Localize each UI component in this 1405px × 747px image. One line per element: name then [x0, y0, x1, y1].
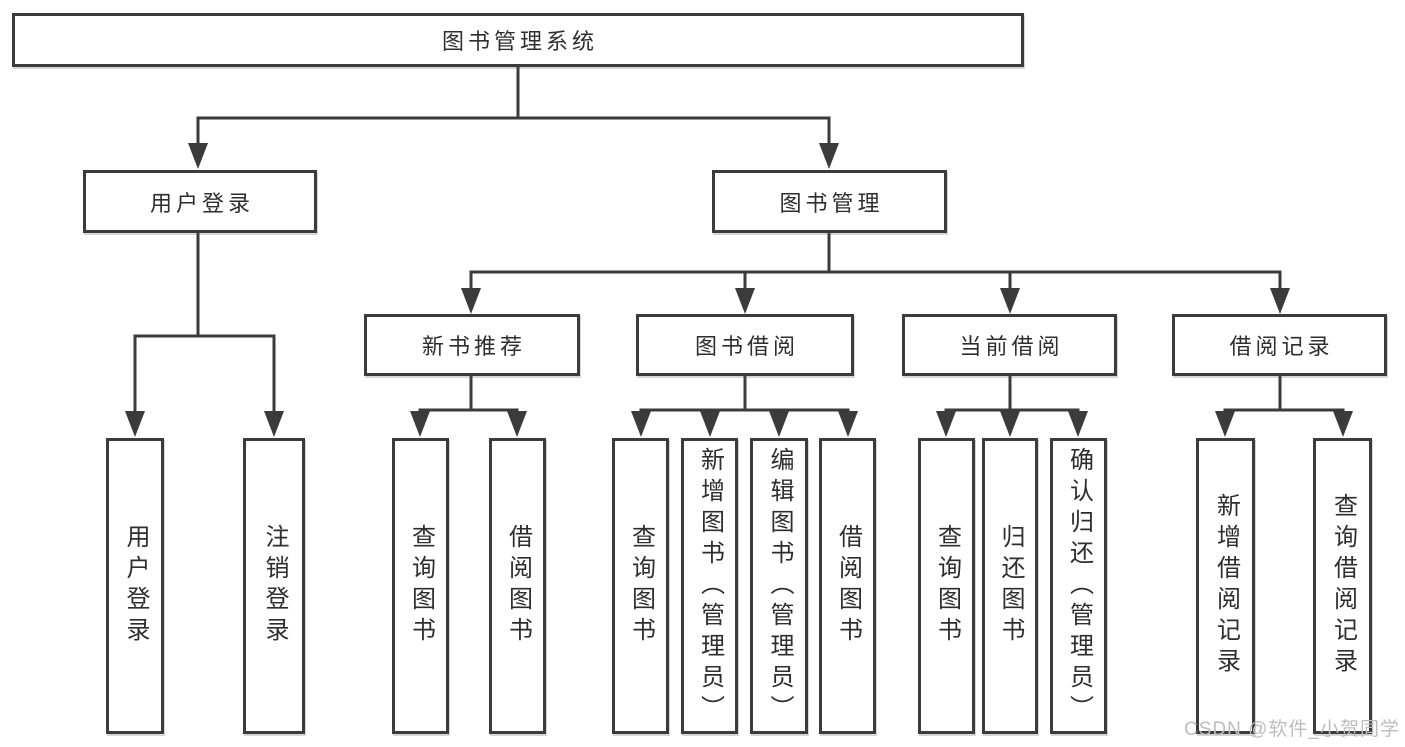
arrowhead	[1000, 411, 1020, 437]
connector-book-borrowing	[639, 375, 850, 414]
arrowhead	[735, 288, 755, 314]
arrowhead	[838, 411, 858, 437]
node-book-borrowing: 图书借阅	[636, 314, 854, 376]
arrowhead	[125, 411, 145, 437]
node-current-borrowing: 当前借阅	[902, 314, 1117, 376]
leaf-query-borrow-record: 查询借阅记录	[1313, 438, 1372, 734]
leaf-borrow-books-recommend: 借阅图书	[489, 438, 546, 734]
leaf-confirm-return-admin: 确认归还（管理员）	[1050, 438, 1107, 734]
leaf-user-login: 用户登录	[106, 438, 164, 734]
connector-borrow-records	[1223, 375, 1345, 414]
leaf-query-books-current: 查询图书	[918, 438, 975, 734]
arrowhead	[769, 411, 789, 437]
arrowhead	[1000, 288, 1020, 314]
node-new-book-recommend: 新书推荐	[364, 314, 580, 376]
csdn-watermark: CSDN @软件_小贺同学	[1184, 719, 1400, 740]
arrowhead	[1333, 411, 1353, 437]
leaf-query-books-recommend: 查询图书	[392, 438, 449, 734]
arrowheads	[125, 143, 1353, 437]
arrowhead	[188, 143, 208, 169]
connector-book-management	[469, 232, 1282, 290]
arrowhead	[507, 411, 527, 437]
node-root: 图书管理系统	[12, 13, 1024, 67]
leaf-query-books-borrowing: 查询图书	[612, 438, 669, 734]
arrowhead	[1068, 411, 1088, 437]
leaf-edit-books-admin: 编辑图书（管理员）	[750, 438, 808, 734]
leaf-borrow-books-borrowing: 借阅图书	[819, 438, 876, 734]
arrowhead	[700, 411, 720, 437]
connector-user-login	[133, 232, 276, 413]
arrowhead	[631, 411, 651, 437]
arrowhead	[936, 411, 956, 437]
leaf-add-books-admin: 新增图书（管理员）	[681, 438, 738, 734]
node-borrow-records: 借阅记录	[1172, 314, 1387, 376]
connector-root	[196, 66, 831, 146]
leaf-return-books: 归还图书	[982, 438, 1038, 734]
connector-new-book-recommend	[418, 375, 519, 414]
connector-current-borrowing	[944, 375, 1080, 414]
leaf-logout: 注销登录	[243, 438, 305, 734]
arrowhead	[1215, 411, 1235, 437]
arrowhead	[410, 411, 430, 437]
arrowhead	[264, 411, 284, 437]
arrowhead	[819, 143, 839, 169]
arrowhead	[1270, 288, 1290, 314]
leaf-add-borrow-record: 新增借阅记录	[1196, 438, 1255, 734]
node-book-management: 图书管理	[712, 170, 947, 233]
arrowhead	[461, 288, 481, 314]
node-user-login: 用户登录	[83, 170, 317, 233]
